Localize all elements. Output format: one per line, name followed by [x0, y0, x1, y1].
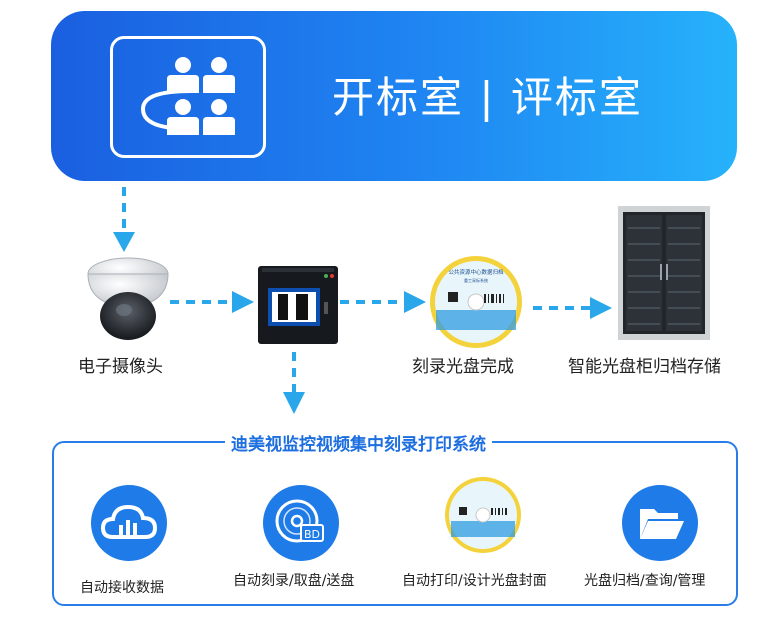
flow-label-disc: 刻录光盘完成	[412, 357, 514, 377]
arrow-down-1	[113, 232, 135, 252]
printed-disc-icon	[443, 475, 523, 555]
dome-camera-icon	[80, 252, 176, 344]
disc-icon: 公共资源中心数据归档 重工采标系统	[428, 254, 524, 350]
feature-label-1: 自动接收数据	[80, 580, 164, 596]
arrow-right-1	[232, 291, 254, 313]
arrow-right-3	[590, 297, 612, 319]
cloud-chart-icon	[91, 485, 167, 561]
burner-device-icon	[256, 264, 340, 346]
disc-title: 公共资源中心数据归档	[448, 268, 504, 276]
banner-title: 开标室 | 评标室	[332, 73, 643, 122]
bd-disc-icon: BD	[263, 485, 339, 561]
arrow-right-2	[404, 291, 426, 313]
flow-label-camera: 电子摄像头	[78, 357, 163, 377]
bd-badge: BD	[304, 528, 320, 541]
flow-label-cabinet: 智能光盘柜归档存储	[568, 357, 721, 377]
disc-cabinet-icon	[618, 206, 710, 340]
meeting-room-icon	[110, 36, 266, 158]
disc-subtitle: 重工采标系统	[464, 277, 488, 283]
folder-icon	[622, 485, 698, 561]
feature-label-2: 自动刻录/取盘/送盘	[233, 573, 355, 589]
arrow-down-2	[283, 392, 305, 414]
banner	[51, 11, 737, 181]
feature-label-3: 自动打印/设计光盘封面	[402, 573, 547, 589]
feature-label-4: 光盘归档/查询/管理	[584, 573, 706, 589]
system-title: 迪美视监控视频集中刻录打印系统	[225, 430, 492, 455]
